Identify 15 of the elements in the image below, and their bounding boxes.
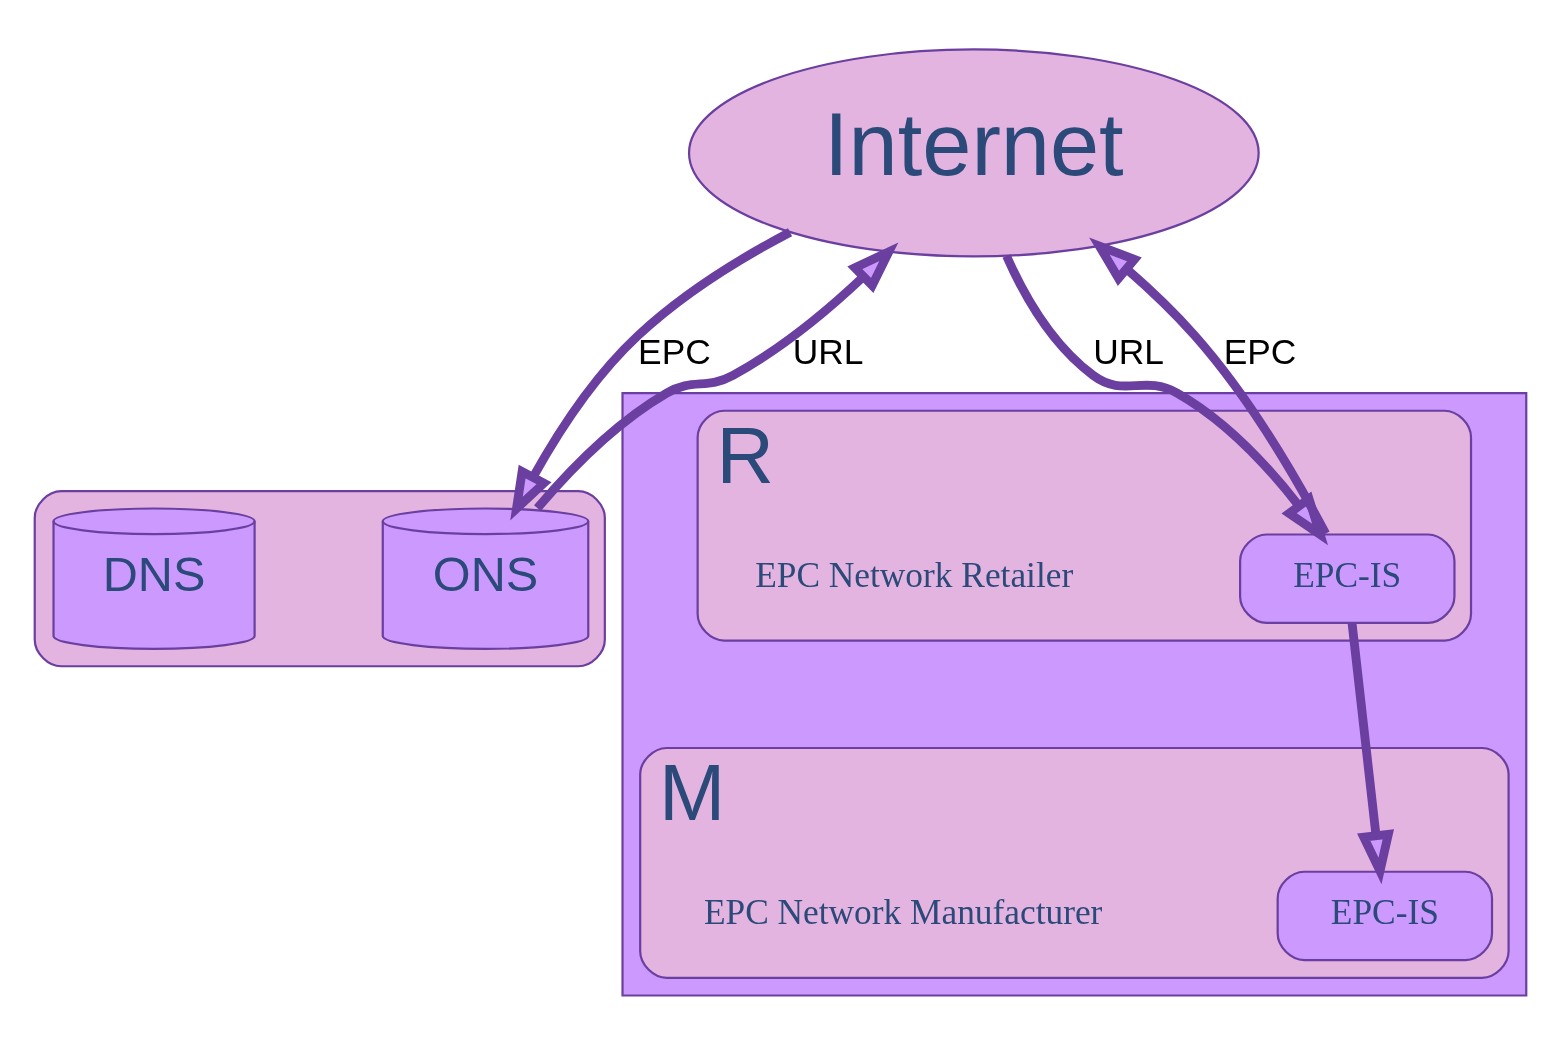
- node-box: EPC-IS: [1239, 532, 1456, 624]
- edge-label: EPC: [1223, 331, 1297, 371]
- arrow: [534, 242, 899, 511]
- cluster: [33, 489, 606, 667]
- arrow: [1347, 622, 1395, 884]
- node-label: EPC Network Retailer: [755, 554, 1074, 595]
- arrow: [1089, 236, 1330, 536]
- edge-label: URL: [792, 331, 864, 371]
- arrow: [510, 227, 793, 520]
- edge-label: EPC: [638, 331, 711, 371]
- node-ellipse: Internet: [687, 47, 1260, 258]
- cluster: [621, 391, 1528, 997]
- edge-label: URL: [1093, 331, 1164, 371]
- node-box: EPC-IS: [1276, 870, 1494, 961]
- node-label: EPC Network Manufacturer: [703, 891, 1103, 932]
